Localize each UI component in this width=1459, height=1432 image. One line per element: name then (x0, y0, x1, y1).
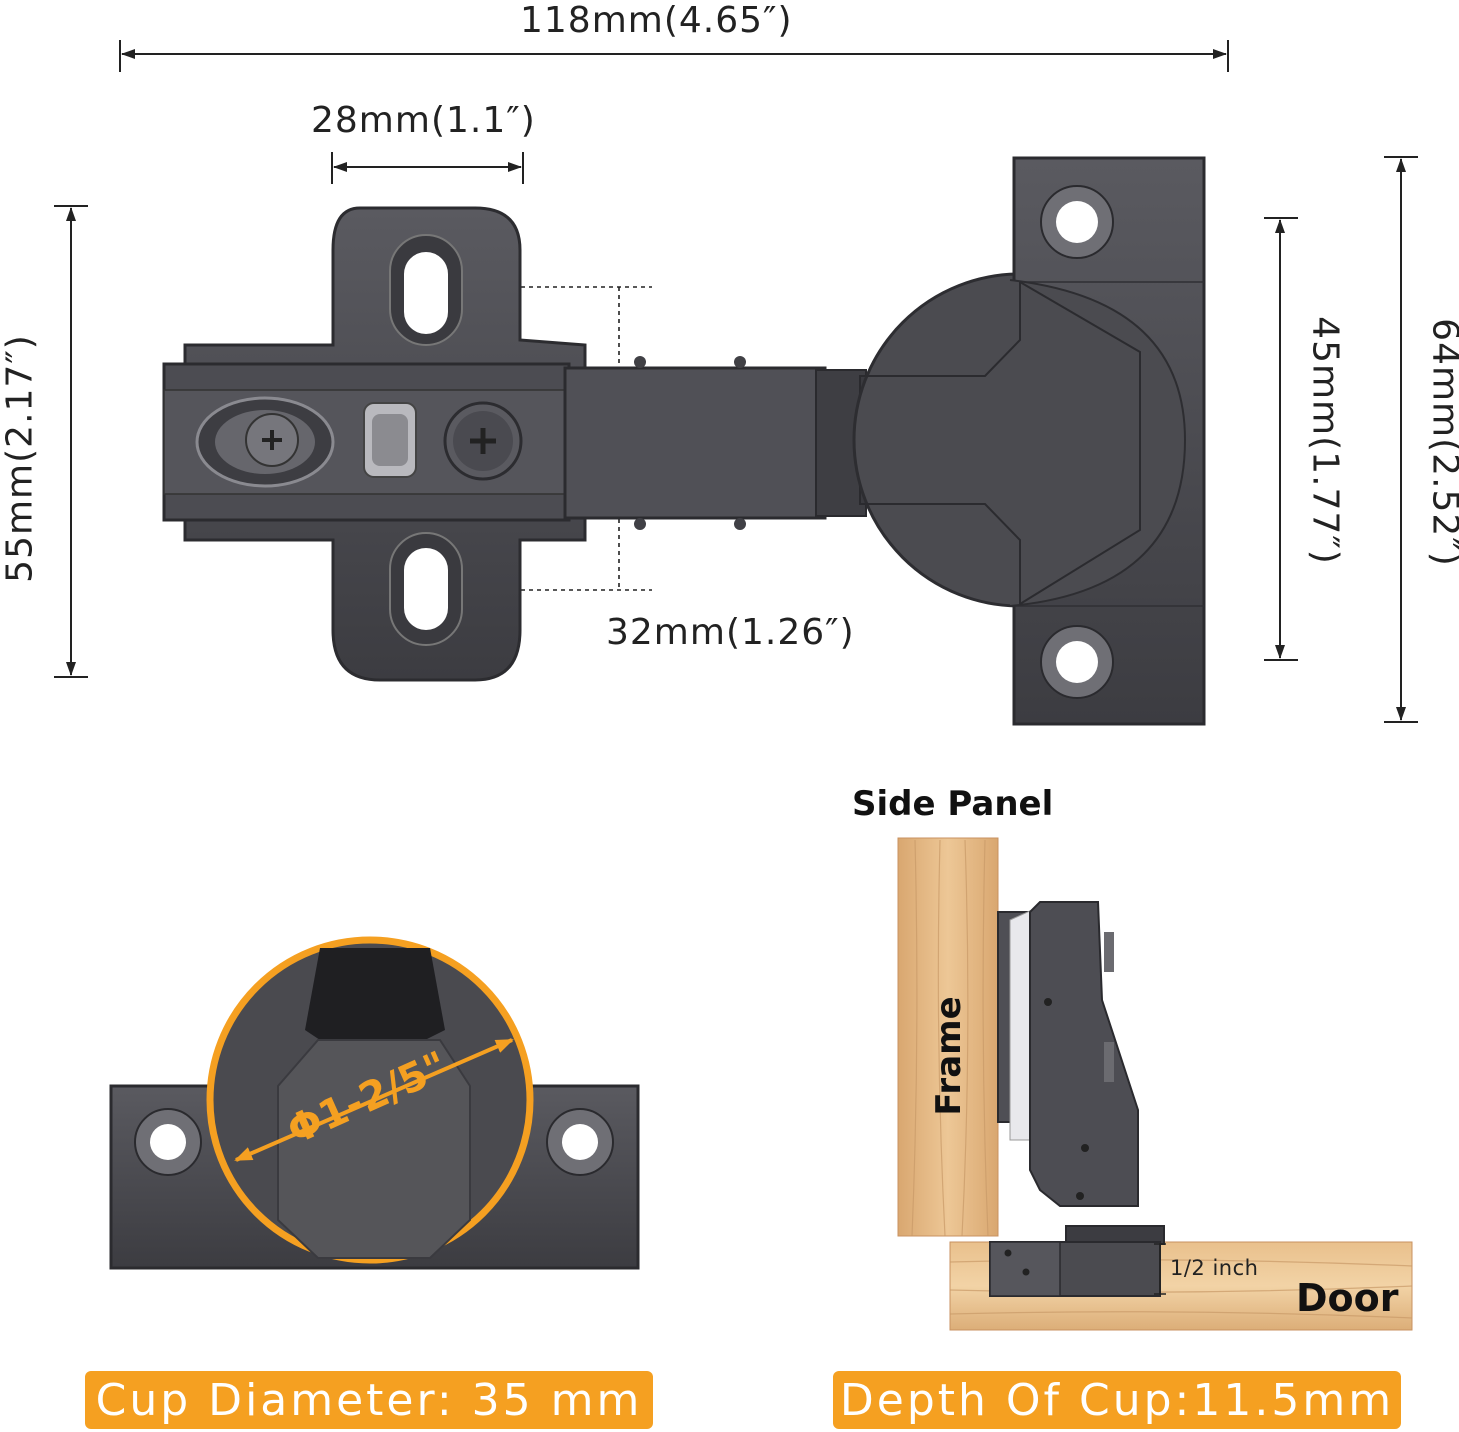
overall-width-label: 118mm(4.65″) (520, 0, 793, 41)
cup-depth-banner: Depth Of Cup:11.5mm (833, 1371, 1401, 1429)
door-label: Door (1296, 1276, 1399, 1320)
cup-depth-note: 1/2 inch (1170, 1256, 1259, 1280)
total-height-label: 55mm(2.17″) (0, 334, 41, 583)
hole-spacing-label: 32mm(1.26″) (606, 612, 855, 653)
plate-hole-spacing-label: 45mm(1.77″) (1304, 316, 1346, 565)
cup-diameter-banner: Cup Diameter: 35 mm (85, 1371, 653, 1429)
hinge-top-view (162, 156, 1206, 726)
side-panel-label: Side Panel (852, 784, 1054, 824)
frame-label: Frame (929, 996, 969, 1116)
plate-height-label: 64mm(2.52″) (1424, 318, 1459, 567)
install-view (897, 837, 1413, 1331)
cup-view (109, 936, 640, 1270)
mount-width-label: 28mm(1.1″) (311, 100, 536, 141)
dimension-lines (54, 40, 1418, 723)
